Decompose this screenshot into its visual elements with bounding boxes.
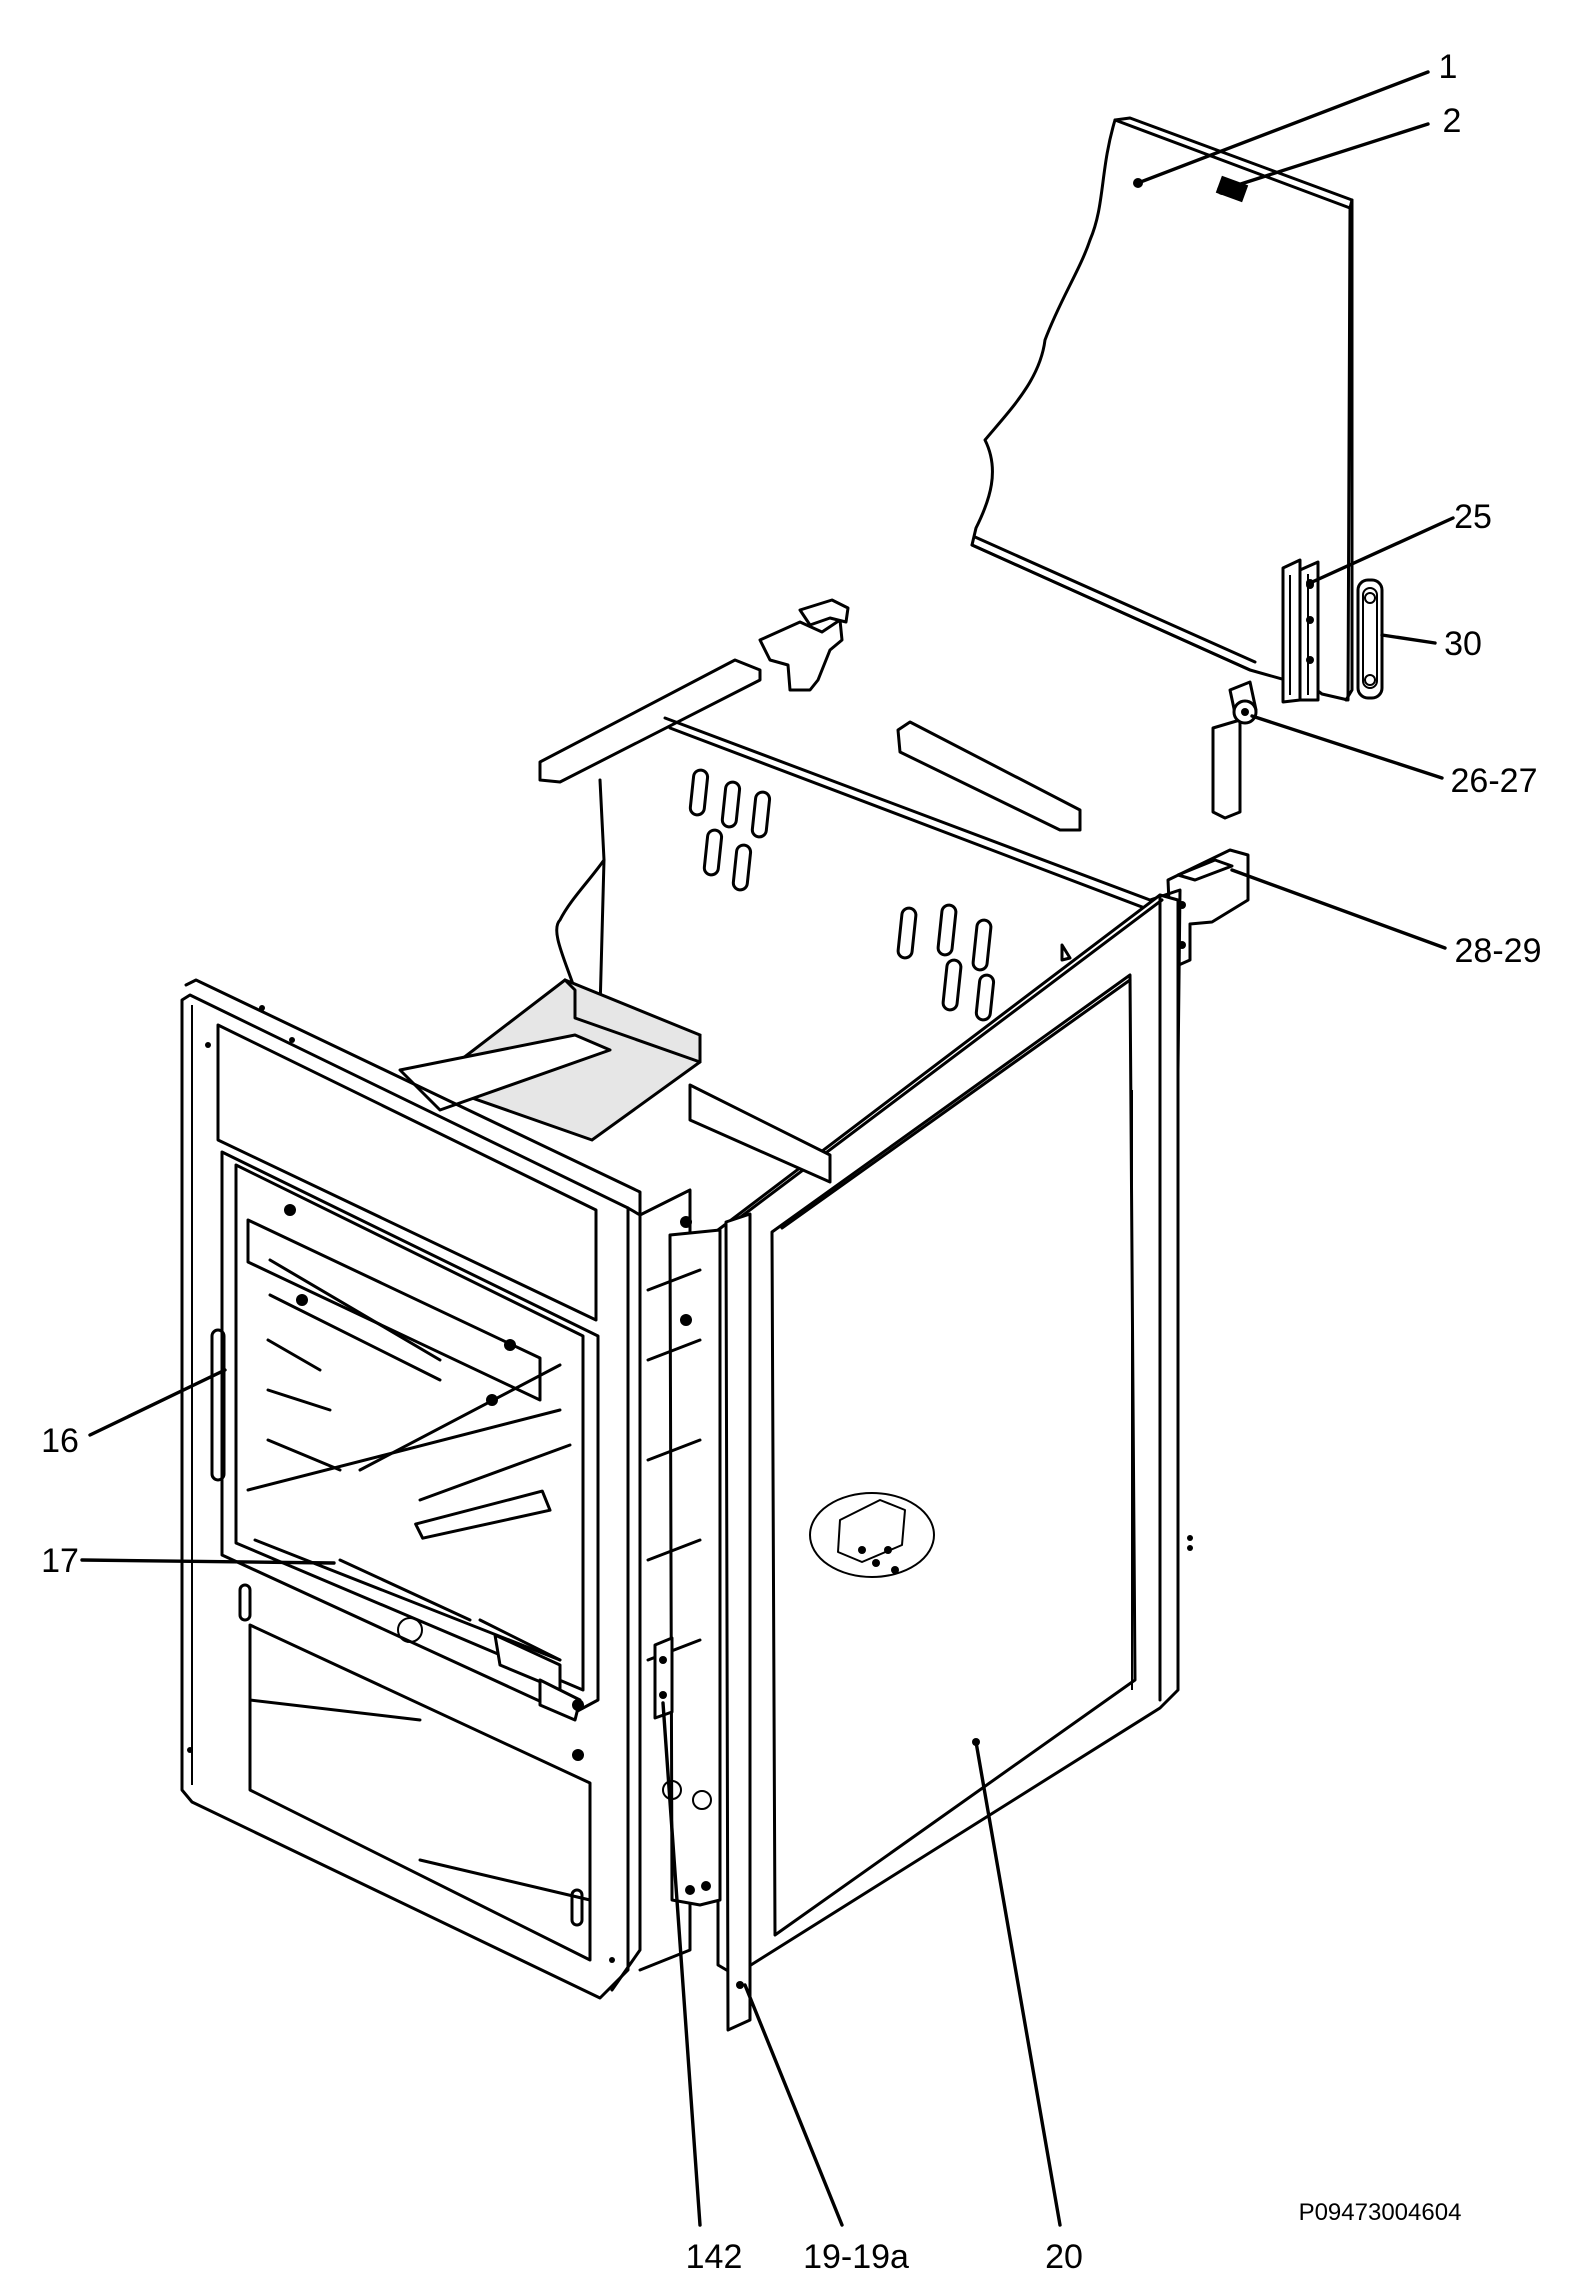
leader-26-27 (1250, 714, 1444, 780)
top-hinge-bracket (1281, 558, 1320, 704)
callout-17: 17 (41, 1542, 79, 1580)
callout-30: 30 (1444, 625, 1482, 663)
middle-structure (638, 1188, 722, 1972)
leader-30 (1380, 633, 1437, 645)
leader-28-29 (1230, 868, 1447, 950)
reference-code: P09473004604 (1299, 2199, 1462, 2226)
front-frame (180, 978, 832, 2000)
callout-16: 16 (41, 1422, 79, 1460)
leader-19-19a (743, 1983, 844, 2227)
top-panel (970, 116, 1354, 702)
side-panel (716, 893, 1193, 1977)
leader-1 (1136, 70, 1430, 185)
callout-1: 1 (1439, 48, 1458, 86)
hinge-pivot (1211, 680, 1258, 820)
leader-20 (974, 1740, 1062, 2227)
cabinet-frame (538, 598, 1182, 1072)
front-strip (724, 1212, 752, 2032)
callout-25: 25 (1454, 498, 1492, 536)
callout-20: 20 (1045, 2238, 1083, 2275)
leader-25 (1308, 516, 1455, 585)
callout-2: 2 (1443, 102, 1462, 140)
leader-lines (80, 70, 1455, 2227)
callout-19-19a: 19-19a (803, 2238, 909, 2275)
callouts: 1 2 25 30 26-27 28-29 16 17 142 19-19a 2… (41, 48, 1541, 2275)
leader-142 (661, 1701, 702, 2227)
callout-28-29: 28-29 (1455, 932, 1542, 970)
leader-16 (88, 1368, 227, 1437)
leader-2 (1220, 122, 1430, 192)
callout-142: 142 (686, 2238, 743, 2275)
callout-26-27: 26-27 (1451, 762, 1538, 800)
hinge-link (1356, 578, 1384, 700)
leader-17 (80, 1558, 336, 1565)
